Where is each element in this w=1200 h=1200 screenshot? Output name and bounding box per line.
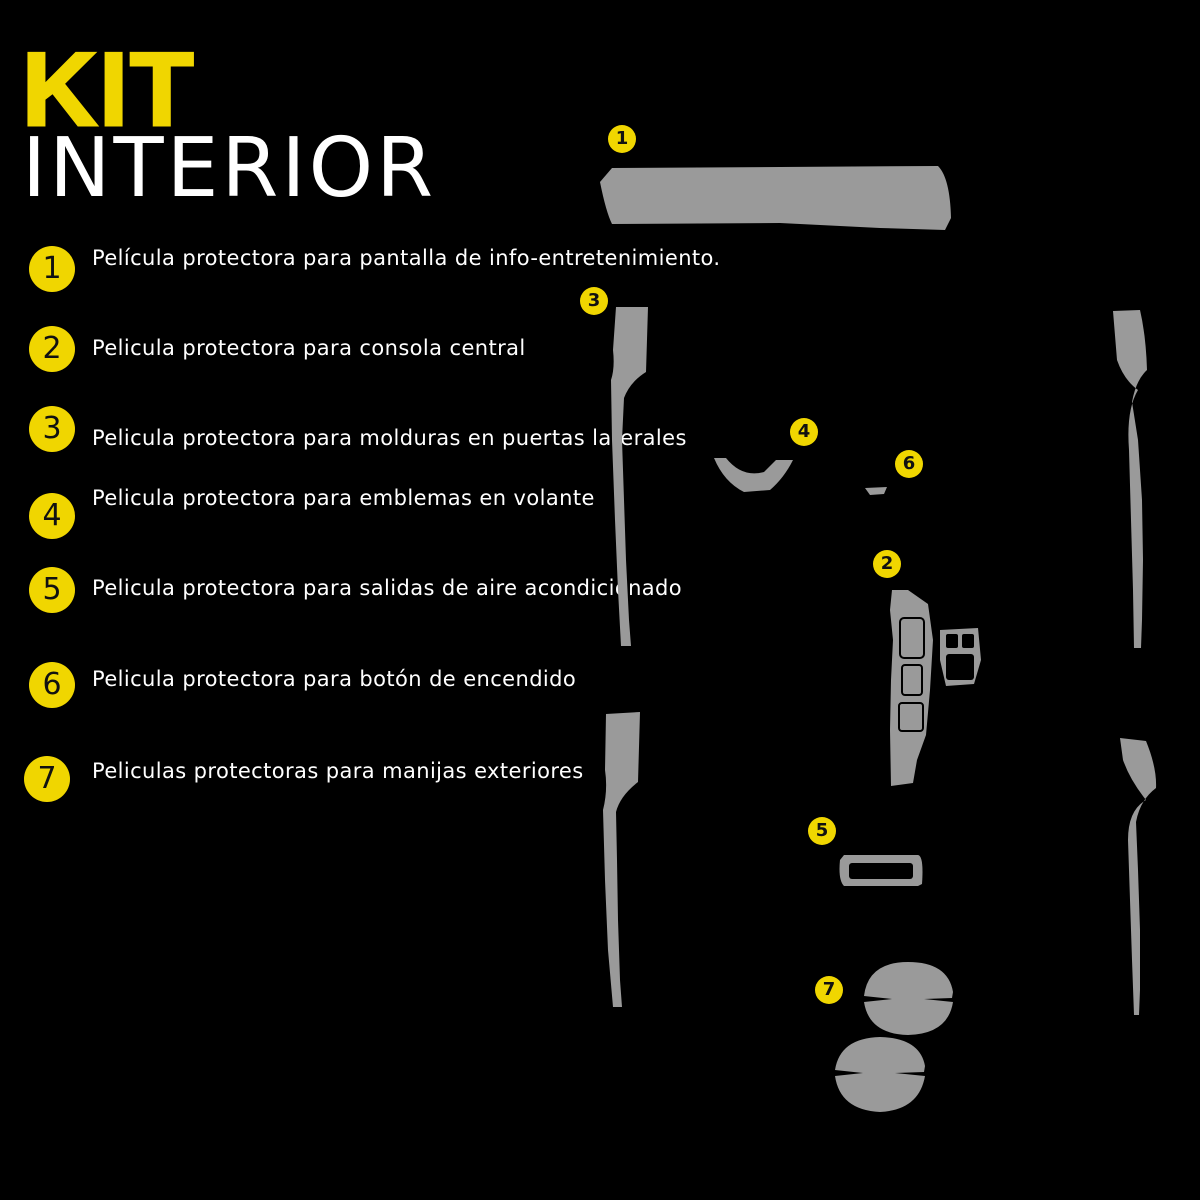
legend-text-6: Pelicula protectora para botón de encend…	[92, 667, 577, 691]
part-door-molding-front-right	[1113, 310, 1147, 648]
title-interior: INTERIOR	[22, 121, 437, 216]
callout-2: 2	[873, 550, 901, 578]
legend-badge-1: 1	[29, 246, 75, 292]
legend-badge-2: 2	[29, 326, 75, 372]
legend-item-2: 2 Pelicula protectora para consola centr…	[0, 326, 1200, 386]
part-door-molding-rear-left	[603, 712, 640, 1007]
legend-item-1: 1 Película protectora para pantalla de i…	[0, 246, 1200, 306]
legend-text-2: Pelicula protectora para consola central	[92, 336, 526, 360]
callout-7: 7	[815, 976, 843, 1004]
part-steering-emblem	[714, 458, 793, 492]
part-handle-film-upper	[864, 962, 953, 1035]
legend-item-4: 4 Pelicula protectora para emblemas en v…	[0, 486, 1200, 546]
callout-5: 5	[808, 817, 836, 845]
part-door-molding-rear-right	[1120, 738, 1157, 1015]
part-start-button	[865, 487, 887, 495]
legend-badge-6: 6	[29, 662, 75, 708]
callout-1: 1	[608, 125, 636, 153]
legend-text-4: Pelicula protectora para emblemas en vol…	[92, 486, 595, 510]
legend-text-5: Pelicula protectora para salidas de aire…	[92, 576, 683, 600]
part-center-console	[890, 590, 933, 786]
callout-4: 4	[790, 418, 818, 446]
legend-text-1: Película protectora para pantalla de inf…	[92, 246, 721, 270]
legend-item-6: 6 Pelicula protectora para botón de ence…	[0, 662, 1200, 722]
legend-badge-7: 7	[24, 756, 70, 802]
legend-badge-3: 3	[29, 406, 75, 452]
callout-3: 3	[580, 287, 608, 315]
title-kit: KIT	[21, 32, 196, 148]
part-infotainment-screen	[600, 166, 951, 230]
part-handle-film-lower	[835, 1037, 925, 1112]
part-door-molding-front-left	[611, 307, 648, 646]
legend-item-7: 7 Peliculas protectoras para manijas ext…	[0, 754, 1200, 814]
callout-6: 6	[895, 450, 923, 478]
legend-text-3: Pelicula protectora para molduras en pue…	[92, 426, 687, 450]
legend-item-3: 3 Pelicula protectora para molduras en p…	[0, 406, 1200, 466]
legend-text-7: Peliculas protectoras para manijas exter…	[92, 759, 584, 783]
legend-badge-4: 4	[29, 493, 75, 539]
legend-item-5: 5 Pelicula protectora para salidas de ai…	[0, 566, 1200, 626]
legend-badge-5: 5	[29, 567, 75, 613]
